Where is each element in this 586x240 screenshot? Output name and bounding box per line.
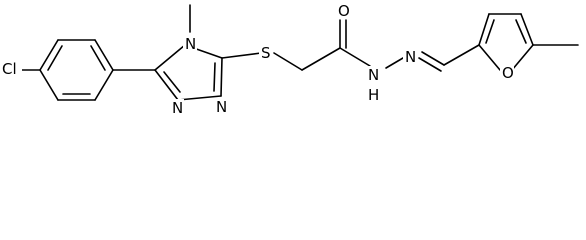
atom-layer: Cl N N N S O N H N O xyxy=(1,2,514,117)
bond-layer xyxy=(19,4,579,101)
atom-nh-h: H xyxy=(368,86,379,104)
atom-n-left: N xyxy=(172,99,183,117)
atom-s: S xyxy=(261,44,271,62)
atom-n-right: N xyxy=(216,98,227,116)
atom-o-carbonyl: O xyxy=(338,2,350,20)
atom-n-imine: N xyxy=(405,48,416,66)
atom-nh-n: N xyxy=(368,66,379,84)
atom-n-methyl: N xyxy=(185,35,196,53)
structure-diagram: Cl N N N S O N H N O xyxy=(1,2,579,117)
atom-cl: Cl xyxy=(2,60,17,78)
atom-o-furan: O xyxy=(502,64,514,82)
